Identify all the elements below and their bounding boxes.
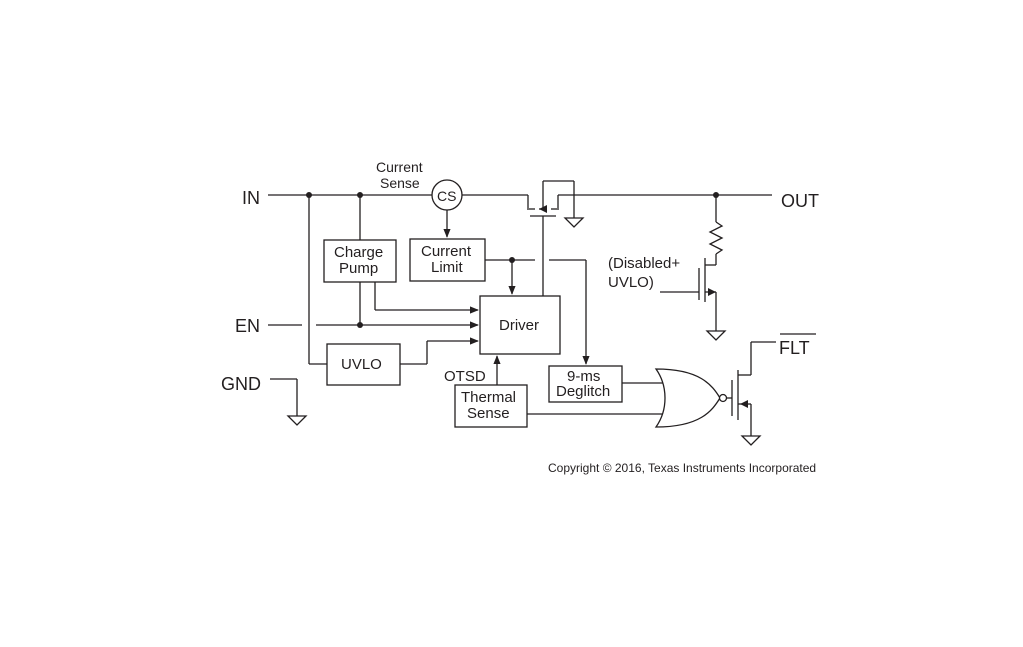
disabled-uvlo-label-2: UVLO) (608, 274, 654, 291)
or-gate-bubble (718, 393, 728, 403)
copyright-text: Copyright © 2016, Texas Instruments Inco… (548, 461, 816, 475)
cs-label: CS (437, 188, 456, 204)
current-limit-block (409, 238, 486, 282)
deglitch-block (548, 365, 623, 403)
or-gate (654, 368, 721, 428)
driver-block (479, 295, 561, 355)
deglitch-label-2: Deglitch (556, 383, 610, 400)
current-limit-label-2: Limit (431, 259, 464, 276)
fet-body-ground-icon (563, 217, 585, 228)
current-sense-label-2: Sense (380, 175, 420, 191)
discharge-ground-icon (705, 330, 727, 341)
pin-flt-label: FLT (779, 338, 810, 358)
otsd-label: OTSD (444, 368, 486, 385)
pin-in-label: IN (242, 188, 260, 208)
pin-out-label: OUT (781, 191, 819, 211)
driver-label: Driver (499, 317, 539, 334)
deglitch-label-1: 9-ms (567, 368, 600, 385)
charge-pump-label-1: Charge (334, 244, 383, 261)
current-limit-label-1: Current (421, 243, 472, 260)
pin-en-label: EN (235, 316, 260, 336)
uvlo-label: UVLO (341, 356, 382, 373)
thermal-sense-label-2: Sense (467, 405, 510, 422)
gnd-ground-icon (286, 415, 308, 426)
flt-ground-icon (740, 435, 762, 446)
disabled-uvlo-label-1: (Disabled+ (608, 255, 680, 272)
pin-gnd-label: GND (221, 374, 261, 394)
thermal-sense-block (454, 384, 528, 428)
uvlo-block (326, 343, 401, 386)
thermal-sense-label-1: Thermal (461, 389, 516, 406)
charge-pump-label-2: Pump (339, 260, 378, 277)
current-sense-label-1: Current (376, 159, 423, 175)
discharge-resistor (708, 221, 724, 255)
